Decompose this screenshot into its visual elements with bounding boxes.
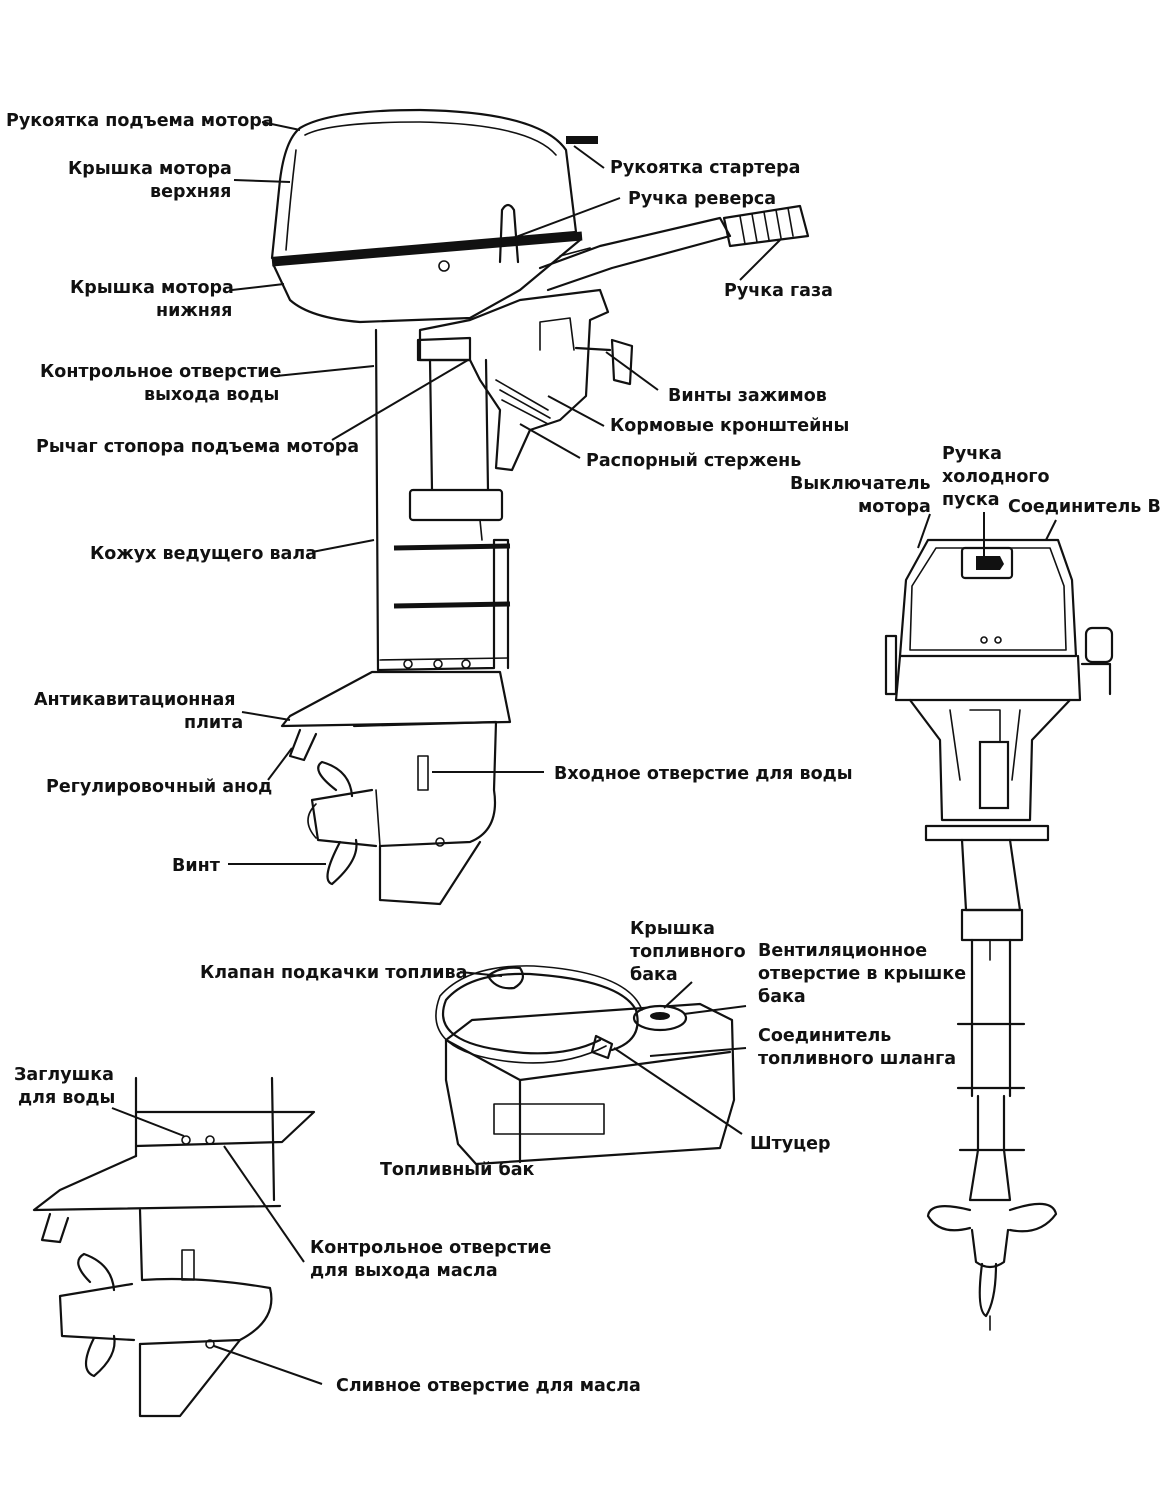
label-tank-cap-2: топливного — [630, 942, 746, 962]
label-fuel-tank: Топливный бак — [380, 1160, 535, 1180]
cowl-band — [271, 231, 583, 267]
leader-lines — [111, 121, 1057, 1385]
label-vent-3: бака — [758, 987, 806, 1007]
fuel-tank-drawing — [435, 965, 736, 1166]
label-anticavitation-2: плита — [184, 713, 243, 733]
front-cowl — [898, 538, 1078, 658]
label-water-inlet: Входное отверстие для воды — [554, 764, 853, 784]
label-water-check-2: выхода воды — [144, 385, 279, 405]
label-lower-cowl: Крышка мотора — [70, 278, 234, 298]
label-trim-anode: Регулировочный анод — [46, 777, 272, 797]
label-oil-check: Контрольное отверстие — [310, 1238, 551, 1258]
label-water-plug: Заглушка — [14, 1065, 114, 1085]
throttle-grip-drawing — [722, 204, 810, 248]
label-tank-cap: Крышка — [630, 919, 715, 939]
label-drive-shaft-housing: Кожух ведущего вала — [90, 544, 317, 564]
label-fitting: Штуцер — [750, 1134, 831, 1154]
label-vent-2: отверстие в крышке — [758, 964, 966, 984]
label-stop-switch-2: мотора — [858, 497, 931, 517]
label-upper-cowl: Крышка мотора — [68, 159, 232, 179]
upper-cowl-drawing — [270, 108, 578, 260]
label-tank-cap-3: бака — [630, 965, 678, 985]
label-hose-connector: Соединитель — [758, 1026, 891, 1046]
label-choke-2: холодного — [942, 467, 1050, 487]
gearcase-detail-drawing — [32, 1076, 316, 1418]
fuel-hose — [441, 972, 639, 1055]
label-stop-switch: Выключатель — [790, 474, 931, 494]
label-propeller: Винт — [172, 856, 221, 876]
label-oil-drain: Сливное отверстие для масла — [336, 1376, 641, 1396]
propeller-drawing — [310, 788, 378, 848]
label-throttle-grip: Ручка газа — [724, 281, 833, 301]
front-propeller — [926, 1205, 972, 1232]
label-thrust-rod: Распорный стержень — [586, 451, 801, 471]
label-upper-cowl-2: верхняя — [150, 182, 231, 202]
label-oil-check-2: для выхода масла — [310, 1261, 498, 1281]
label-hose-connector-2: топливного шланга — [758, 1049, 956, 1069]
lower-cowl-drawing — [272, 238, 582, 324]
label-lift-handle: Рукоятка подъема мотора — [6, 111, 274, 131]
label-stern-brackets: Кормовые кронштейны — [610, 416, 849, 436]
label-vent: Вентиляционное — [758, 941, 927, 961]
label-primer-bulb: Клапан подкачки топлива — [200, 963, 467, 983]
label-choke: Ручка — [942, 444, 1002, 464]
gearcase-drawing — [352, 720, 498, 906]
label-choke-3: пуска — [942, 490, 1000, 510]
labels: Рукоятка подъема мотора Крышка мотора ве… — [6, 111, 1161, 1396]
front-shaft — [960, 838, 1022, 912]
label-water-plug-2: для воды — [18, 1088, 115, 1108]
label-tilt-lock-lever: Рычаг стопора подъема мотора — [36, 437, 359, 457]
label-connector-b: Соединитель В — [1008, 497, 1161, 517]
label-water-check: Контрольное отверстие — [40, 362, 281, 382]
motor-front-view — [884, 538, 1114, 1331]
label-reverse-handle: Ручка реверса — [628, 189, 776, 209]
label-starter-handle: Рукоятка стартера — [610, 158, 801, 178]
label-lower-cowl-2: нижняя — [156, 301, 232, 321]
motor-side-view — [270, 108, 810, 906]
anticavitation-plate-drawing — [280, 670, 512, 728]
label-clamp-screws: Винты зажимов — [668, 386, 827, 406]
swivel-bracket — [418, 288, 610, 472]
label-anticavitation: Антикавитационная — [34, 690, 236, 710]
